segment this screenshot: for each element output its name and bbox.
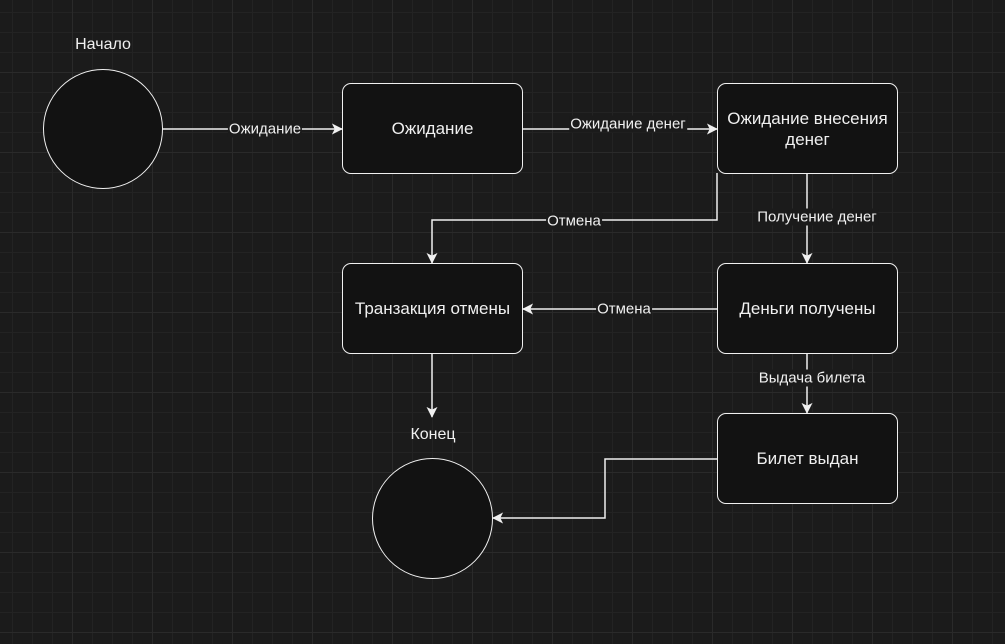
state-cancel-transaction-label: Транзакция отмены xyxy=(354,299,511,318)
edge-label-waiting-money-to-cancel: Отмена xyxy=(546,212,602,230)
state-ticket-issued[interactable]: Билет выдан xyxy=(717,413,898,504)
edge-label-start-to-waiting: Ожидание xyxy=(227,120,303,138)
end-caption: Конец xyxy=(410,426,456,443)
edge-label-received-to-ticket: Выдача билета xyxy=(757,369,867,387)
state-cancel-transaction[interactable]: Транзакция отмены xyxy=(342,263,523,354)
state-waiting[interactable]: Ожидание xyxy=(342,83,523,174)
state-money-received[interactable]: Деньги получены xyxy=(717,263,898,354)
state-waiting-money-label: Ожидание внесения денег xyxy=(727,108,888,149)
state-waiting-money[interactable]: Ожидание внесения денег xyxy=(717,83,898,174)
edge-label-waiting-money-to-received: Получение денег xyxy=(756,208,878,226)
edge-label-received-to-cancel: Отмена xyxy=(596,300,652,318)
state-money-received-label: Деньги получены xyxy=(739,299,876,318)
start-caption: Начало xyxy=(75,36,131,53)
state-waiting-label: Ожидание xyxy=(391,119,474,138)
edge-label-waiting-to-waiting-money: Ожидание денег xyxy=(569,115,687,133)
edge-ticket-to-end xyxy=(492,458,717,524)
start-node[interactable] xyxy=(43,69,163,189)
end-node[interactable] xyxy=(372,458,493,579)
state-ticket-issued-label: Билет выдан xyxy=(756,449,859,468)
